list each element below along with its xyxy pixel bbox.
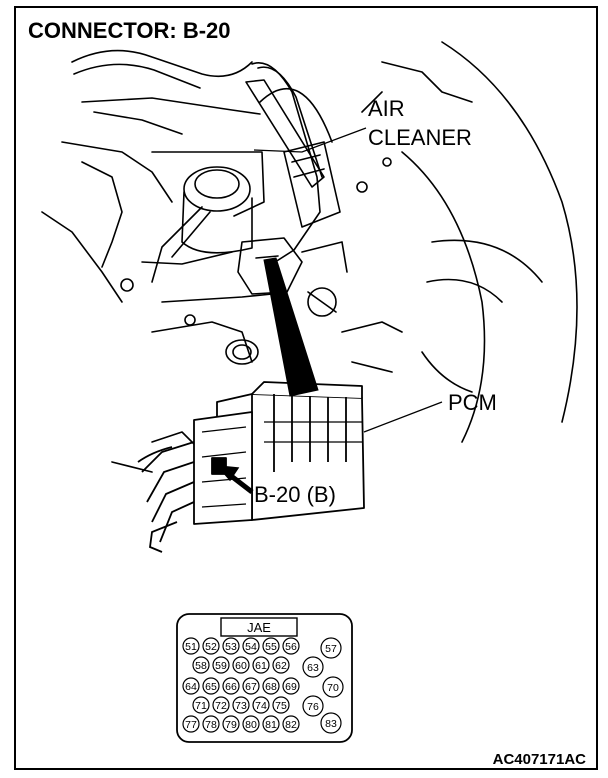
diagram-canvas: CONNECTOR: B-20 AIR CLEANER PCM B-20 (B)… bbox=[28, 18, 587, 768]
pin-64: 64 bbox=[185, 681, 197, 693]
pin-83: 83 bbox=[325, 718, 337, 730]
pin-63: 63 bbox=[307, 662, 319, 674]
wire-harness bbox=[137, 441, 195, 553]
pin-76: 76 bbox=[307, 701, 319, 713]
connector-type-label: JAE bbox=[247, 620, 271, 635]
diagram-frame: CONNECTOR: B-20 AIR CLEANER PCM B-20 (B)… bbox=[14, 6, 598, 770]
pin-82: 82 bbox=[285, 719, 297, 731]
pin-81: 81 bbox=[265, 719, 277, 731]
pin-53: 53 bbox=[225, 641, 237, 653]
pin-row-4: 71 72 73 74 75 bbox=[192, 696, 290, 714]
pin-72: 72 bbox=[215, 700, 227, 712]
pin-61: 61 bbox=[255, 660, 267, 672]
pin-68: 68 bbox=[265, 681, 277, 693]
pin-80: 80 bbox=[245, 719, 257, 731]
pin-54: 54 bbox=[245, 641, 257, 653]
pin-75: 75 bbox=[275, 700, 287, 712]
pin-55: 55 bbox=[265, 641, 277, 653]
pin-66: 66 bbox=[225, 681, 237, 693]
connector-ref-label: B-20 (B) bbox=[254, 482, 336, 507]
pin-67: 67 bbox=[245, 681, 257, 693]
pin-77: 77 bbox=[185, 719, 197, 731]
air-cleaner-leader bbox=[253, 127, 367, 153]
figure-code: AC407171AC bbox=[493, 751, 587, 768]
pin-56: 56 bbox=[285, 641, 297, 653]
pcm-label: PCM bbox=[448, 390, 497, 415]
pin-51: 51 bbox=[185, 641, 197, 653]
page-title: CONNECTOR: B-20 bbox=[28, 18, 231, 43]
pin-62: 62 bbox=[275, 660, 287, 672]
pin-57: 57 bbox=[325, 643, 337, 655]
air-cleaner-label-line2: CLEANER bbox=[368, 125, 472, 150]
pin-row-5: 77 78 79 80 81 82 bbox=[182, 715, 300, 733]
pin-71: 71 bbox=[195, 700, 207, 712]
pin-69: 69 bbox=[285, 681, 297, 693]
pin-row-2: 58 59 60 61 62 bbox=[192, 656, 290, 674]
pin-58: 58 bbox=[195, 660, 207, 672]
pin-73: 73 bbox=[235, 700, 247, 712]
pin-65: 65 bbox=[205, 681, 217, 693]
callout-wedge bbox=[263, 257, 319, 397]
pin-52: 52 bbox=[205, 641, 217, 653]
pin-60: 60 bbox=[235, 660, 247, 672]
pcm-leader bbox=[363, 401, 443, 433]
connector-face: JAE 51 52 53 54 55 56 58 59 60 61 62 64 … bbox=[176, 613, 353, 743]
pin-column-side: 57 63 70 76 83 bbox=[302, 637, 344, 734]
air-cleaner-label-line1: AIR bbox=[368, 96, 405, 121]
pin-row-3: 64 65 66 67 68 69 bbox=[182, 677, 300, 695]
connector-type-box bbox=[220, 617, 298, 637]
pin-74: 74 bbox=[255, 700, 267, 712]
pin-59: 59 bbox=[215, 660, 227, 672]
connector-arrow bbox=[216, 465, 254, 494]
leader-lines bbox=[253, 127, 443, 433]
pin-row-1: 51 52 53 54 55 56 bbox=[182, 637, 300, 655]
pin-78: 78 bbox=[205, 719, 217, 731]
pin-70: 70 bbox=[327, 682, 339, 694]
pin-79: 79 bbox=[225, 719, 237, 731]
